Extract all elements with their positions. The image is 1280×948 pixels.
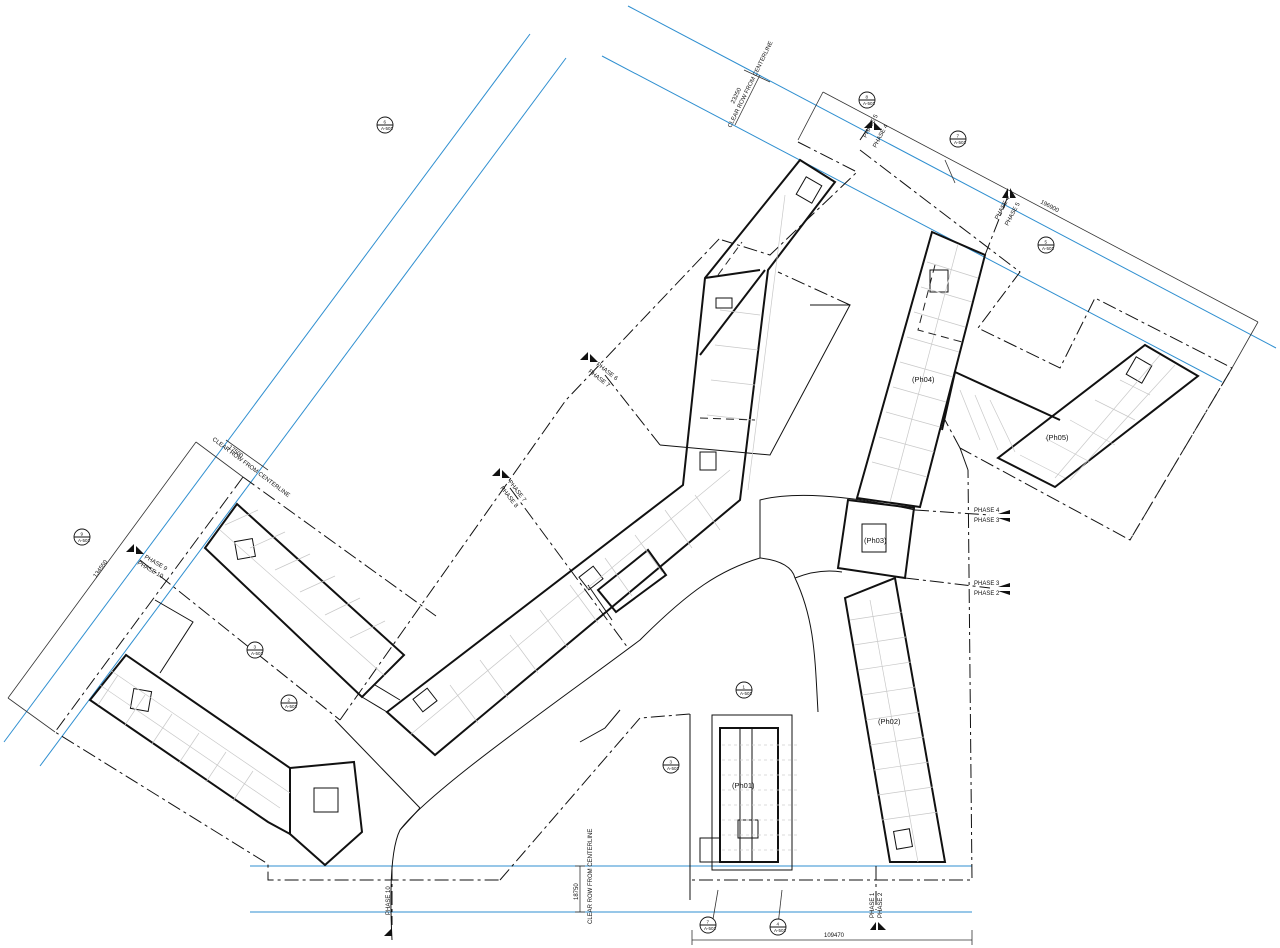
building-ph04: (Ph04) [855,230,987,509]
svg-text:A-501: A-501 [381,126,394,131]
building-label-ph03: (Ph03) [864,536,887,545]
phase-arrows [126,120,1016,936]
phase-label-1: PHASE 1 [870,892,876,918]
building-label-ph02: (Ph02) [878,717,901,726]
building-label-ph04: (Ph04) [912,375,935,384]
row-note-bottom: CLEAR ROW FROM CENTERLINE [588,829,594,924]
phase-boundaries [139,124,1009,925]
phase-label-2: PHASE 2 [974,591,1000,597]
dim-left-length: 134550 [93,559,110,579]
dim-bottom-length: 109470 [824,933,845,939]
marker-top-b: 7 A-501 [949,130,967,148]
section-markers: 6 A-501 8 A-501 7 A-501 5 A-501 9 A-501 … [73,91,1055,936]
svg-text:2: 2 [288,698,291,703]
svg-text:7: 7 [957,134,960,139]
marker-top-a: 8 A-501 [858,91,876,109]
svg-text:A-501: A-501 [704,926,717,931]
svg-text:A-501: A-501 [954,140,967,145]
svg-text:3: 3 [254,645,257,650]
marker-left: 9 A-501 [73,528,91,546]
svg-text:5: 5 [1045,240,1048,245]
marker-top-left: 6 A-501 [376,116,394,134]
svg-text:4: 4 [777,922,780,927]
phase-label-3: PHASE 3 [974,518,1000,524]
phase-label-10-b: PHASE 10 [386,886,392,915]
marker-right: 5 A-501 [1037,236,1055,254]
building-ph01: (Ph01) [699,714,800,871]
dimension-lines [7,69,1259,945]
svg-text:8: 8 [866,95,869,100]
marker-left-mid: 3 A-501 [246,641,264,659]
svg-text:A-501: A-501 [78,538,91,543]
svg-text:A-501: A-501 [774,928,787,933]
building-ph03: (Ph03) [836,498,916,580]
building-ph05: (Ph05) [941,343,1200,489]
dimension-text: 23250 CLEAR ROW FROM CENTERLINE 196900 1… [93,41,1060,939]
phase-label-2-b: PHASE 2 [878,892,884,918]
building-label-ph01: (Ph01) [732,781,755,790]
svg-text:A-501: A-501 [251,651,264,656]
marker-center: 1 A-501 [735,681,753,699]
svg-text:9: 9 [81,532,84,537]
building-left-lower [88,599,364,867]
marker-ph01-left: 3 A-501 [662,756,680,774]
svg-text:A-501: A-501 [285,704,298,709]
phase-label-4: PHASE 4 [974,508,1000,514]
svg-text:1: 1 [743,685,746,690]
svg-text:A-501: A-501 [1042,246,1055,251]
site-paths [334,304,969,941]
marker-bottom-b: 4 A-501 [769,918,787,936]
right-of-way-lines [3,5,1277,913]
marker-left-low: 2 A-501 [280,694,298,712]
phase-label-3-b: PHASE 3 [974,581,1000,587]
svg-text:6: 6 [384,120,387,125]
row-note-top: CLEAR ROW FROM CENTERLINE [727,41,774,129]
dim-bottom-row: 18750 [574,883,580,900]
svg-text:3: 3 [670,760,673,765]
svg-text:A-501: A-501 [740,691,753,696]
row-note-left: CLEAR ROW FROM CENTERLINE [211,437,291,499]
svg-text:A-501: A-501 [863,101,876,106]
building-left-upper [203,502,406,713]
svg-text:7: 7 [707,920,710,925]
svg-text:A-501: A-501 [667,766,680,771]
marker-bottom-a: 7 A-501 [699,916,717,934]
phase-labels: PHASE 5 PHASE 4 PHASE 4 PHASE 5 PHASE 6 … [136,113,1022,918]
building-ph02: (Ph02) [843,576,947,863]
building-label-ph05: (Ph05) [1046,433,1069,442]
building-central-wing [385,158,837,757]
